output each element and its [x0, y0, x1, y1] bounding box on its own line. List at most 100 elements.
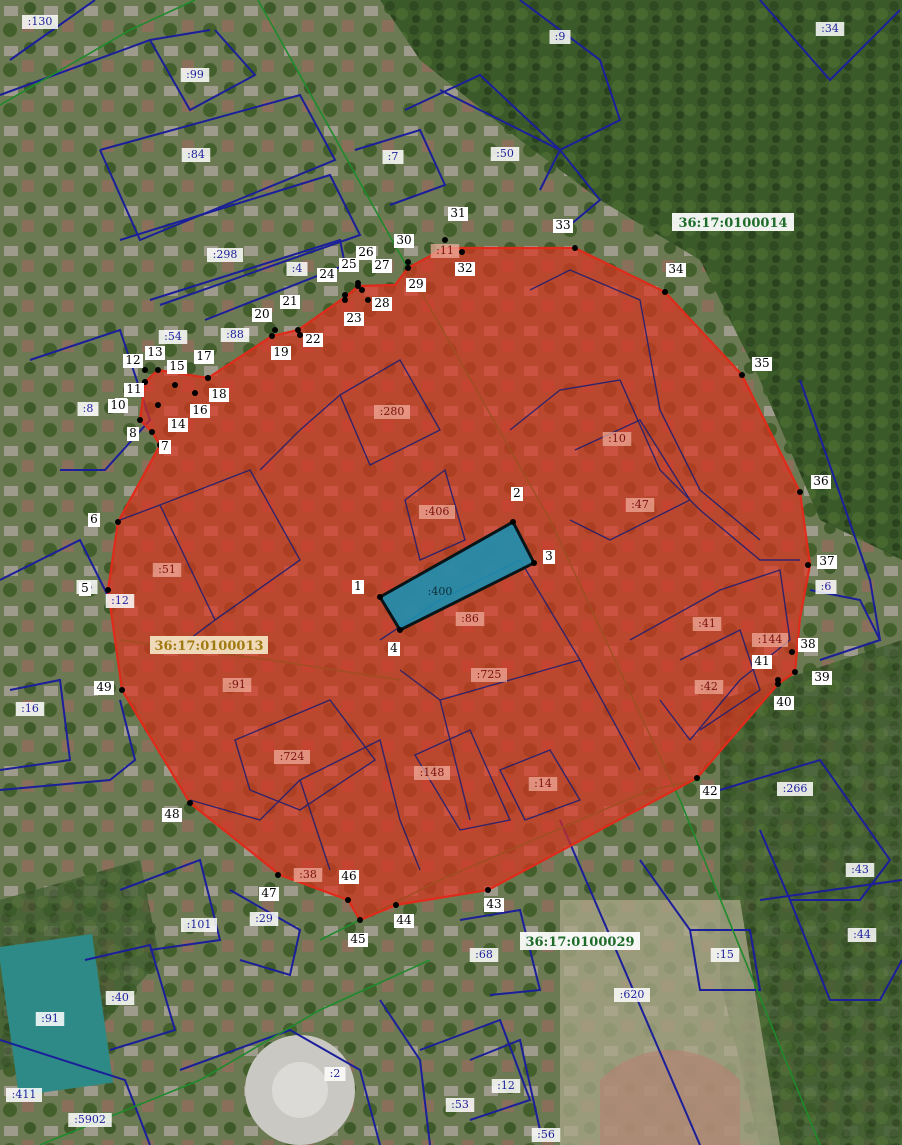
boundary-point-box: [798, 638, 818, 652]
parcel-label: :2: [330, 1067, 341, 1080]
boundary-point-box: [88, 513, 100, 527]
boundary-point-label: 22: [305, 332, 320, 346]
parcel-label-box: [847, 928, 877, 942]
parcel-label: :9: [555, 30, 566, 43]
boundary-point-dot: [485, 887, 491, 893]
boundary-point-label: 21: [282, 294, 297, 308]
boundary-point-label: 27: [374, 258, 389, 272]
boundary-point-label: 34: [668, 262, 684, 276]
quarter-label: 36:17:0100029: [525, 935, 634, 950]
boundary-point-label: 32: [457, 261, 472, 275]
boundary-point-box: [280, 295, 300, 309]
boundary-point-box: [455, 262, 475, 276]
parcel-label: :34: [821, 22, 839, 35]
quarter-label: 36:17:0100013: [154, 639, 263, 654]
parcel-label: :12: [497, 1079, 515, 1092]
boundary-point-box: [553, 219, 573, 233]
boundary-point-dot: [510, 519, 516, 525]
boundary-point-box: [344, 312, 364, 326]
boundary-point-label: 17: [196, 349, 211, 363]
boundary-point-label: 40: [776, 695, 791, 709]
parcel-label: :51: [158, 563, 176, 576]
parcel-label: :56: [537, 1128, 555, 1141]
parcel-label-box: [382, 150, 404, 164]
boundary-point-label: 18: [211, 387, 226, 401]
boundary-point-label: 48: [164, 807, 179, 821]
parcel-label: :101: [187, 918, 212, 931]
parcel-label-box: [293, 868, 323, 882]
parcel-label: :6: [821, 580, 832, 593]
parcel-label: :298: [213, 248, 238, 261]
boundary-point-box: [774, 696, 794, 710]
boundary-point-dot: [405, 265, 411, 271]
inner-parcel-boundaries: [119, 269, 800, 871]
parcel-label-box: [430, 244, 460, 258]
boundary-point-label: 36: [813, 474, 828, 488]
boundary-point-label: 14: [170, 417, 186, 431]
boundary-point-dot: [792, 669, 798, 675]
boundary-point-box: [209, 388, 229, 402]
parcel-label: :38: [299, 868, 317, 881]
boundary-point-box: [448, 207, 468, 221]
parcel-label: :7: [388, 150, 399, 163]
parcel-label-box: [68, 1113, 112, 1127]
parcel-label: :620: [620, 988, 645, 1001]
parcel-label-box: [15, 702, 45, 716]
parcel-label-box: [414, 766, 450, 780]
boundary-point-box: [372, 259, 392, 273]
boundary-point-label: 2: [513, 486, 521, 500]
boundary-point-dot: [357, 917, 363, 923]
boundary-point-box: [372, 297, 392, 311]
boundary-point-box: [79, 582, 91, 596]
parcel-label-box: [815, 22, 845, 36]
boundary-point-dot: [205, 375, 211, 381]
boundary-point-dot: [805, 562, 811, 568]
boundary-point-dot: [172, 382, 178, 388]
boundary-point-box: [811, 475, 831, 489]
boundary-point-box: [394, 234, 414, 248]
parcel-label: :12: [111, 594, 129, 607]
boundary-point-box: [190, 404, 210, 418]
boundary-point-dot: [105, 587, 111, 593]
parcel-label: :406: [425, 505, 450, 518]
parcel-label-box: [471, 668, 507, 682]
parcel-label: :10: [608, 432, 626, 445]
boundary-point-box: [352, 580, 364, 594]
parcel-label: :144: [758, 633, 783, 646]
parcel-label: :15: [716, 948, 734, 961]
parcel-label-box: [694, 680, 724, 694]
boundary-point-box: [259, 887, 279, 901]
boundary-point-dot: [377, 594, 383, 600]
parcel-label: :148: [420, 766, 445, 779]
boundary-point-label: 25: [341, 257, 356, 271]
boundary-point-dot: [119, 687, 125, 693]
parcel-label-box: [455, 612, 485, 626]
boundary-point-box: [406, 278, 426, 292]
boundary-point-label: 10: [110, 398, 125, 412]
parcel-label-box: [815, 580, 837, 594]
parcel-label: :86: [461, 612, 479, 625]
boundary-point-dot: [393, 902, 399, 908]
boundary-point-label: 35: [754, 356, 769, 370]
boundary-point-dot: [345, 897, 351, 903]
boundary-point-dot: [359, 287, 365, 293]
boundary-point-dot: [272, 327, 278, 333]
parcel-label-box: [490, 147, 520, 161]
boundary-point-box: [167, 360, 187, 374]
parcel-label: :724: [280, 750, 305, 763]
parcel-label-box: [692, 617, 722, 631]
boundary-point-dot: [115, 519, 121, 525]
parcel-label: :91: [41, 1012, 59, 1025]
selected-parcel-label: :400: [428, 585, 453, 598]
parcel-label-box: [491, 1079, 521, 1093]
parcel-label-box: [152, 563, 182, 577]
boundary-point-box: [752, 655, 772, 669]
boundary-point-box: [388, 642, 400, 656]
boundary-point-dot: [694, 775, 700, 781]
parcel-label: :41: [698, 617, 716, 630]
boundary-point-label: 5: [81, 581, 89, 595]
boundary-point-label: 4: [390, 641, 398, 655]
boundary-point-dot: [192, 390, 198, 396]
boundary-point-dot: [739, 372, 745, 378]
